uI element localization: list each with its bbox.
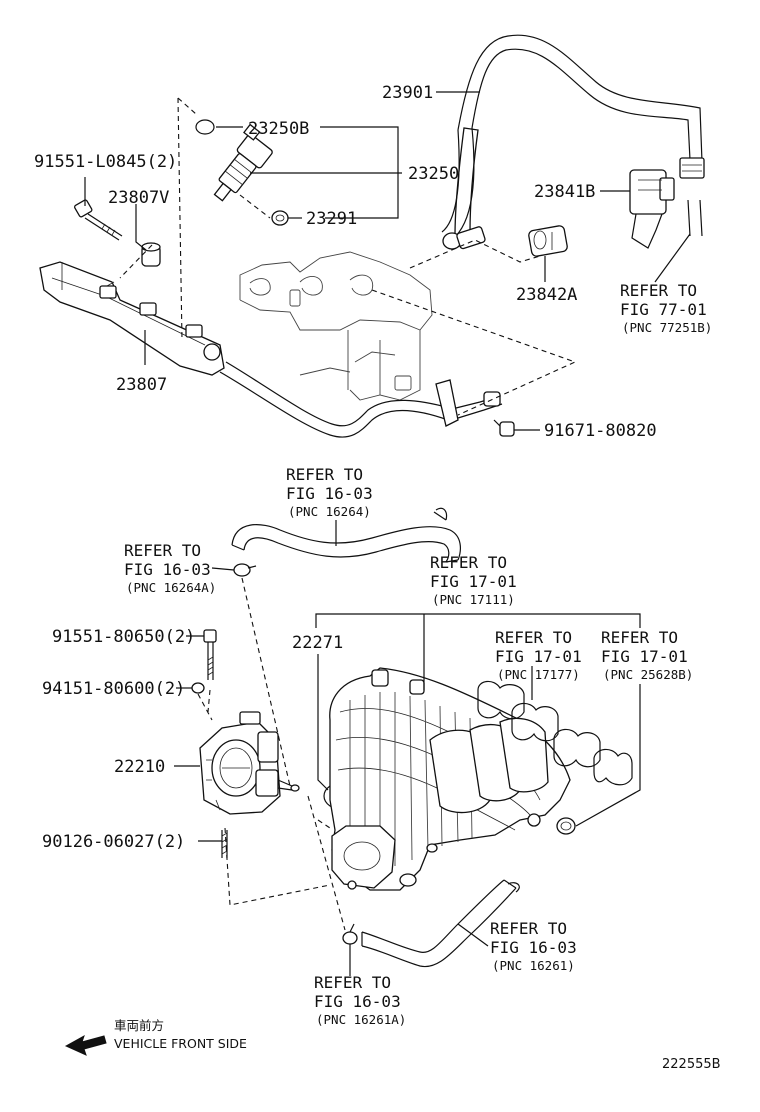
refer-fig-16-03-bottom: REFER TO FIG 16-03 (PNC 16261A) bbox=[314, 973, 406, 1027]
arrow-left-icon bbox=[64, 1034, 107, 1056]
svg-text:REFER TO: REFER TO bbox=[124, 541, 201, 560]
svg-text:(PNC 16261A): (PNC 16261A) bbox=[316, 1012, 406, 1027]
label-23901: 23901 bbox=[382, 83, 433, 103]
svg-text:(PNC 17177): (PNC 17177) bbox=[497, 667, 580, 682]
fuel-hose-23901-illustration bbox=[441, 34, 705, 250]
clip-23842a-illustration bbox=[528, 225, 568, 257]
leader-lines bbox=[84, 91, 691, 976]
diagram-code: 222555B bbox=[662, 1057, 721, 1072]
label-23807: 23807 bbox=[116, 375, 167, 395]
gasket-17177-illustration bbox=[477, 680, 633, 786]
o-ring-23250b bbox=[195, 119, 215, 135]
front-label-jp: 車両前方 bbox=[114, 1018, 164, 1033]
svg-text:FIG 17-01: FIG 17-01 bbox=[430, 572, 517, 591]
refer-fig-17-01-gasket: REFER TO FIG 17-01 (PNC 17177) bbox=[495, 628, 582, 682]
clip-16264a-illustration bbox=[233, 563, 257, 577]
svg-text:FIG 77-01: FIG 77-01 bbox=[620, 300, 707, 319]
lower-dashed-leaders bbox=[197, 577, 346, 931]
label-23291: 23291 bbox=[306, 209, 357, 229]
svg-text:REFER TO: REFER TO bbox=[286, 465, 363, 484]
part-number-labels: 23901 23250B 23250 91551-L0845(2) 23807V… bbox=[34, 83, 657, 852]
connector-23841b-illustration bbox=[629, 169, 703, 249]
throttle-body-22210-illustration bbox=[199, 711, 300, 815]
refer-to-labels: REFER TO FIG 77-01 (PNC 77251B) REFER TO… bbox=[124, 281, 712, 1027]
label-23842a: 23842A bbox=[516, 285, 577, 305]
svg-text:(PNC 16264): (PNC 16264) bbox=[288, 504, 371, 519]
refer-fig-17-01-main: REFER TO FIG 17-01 (PNC 17111) bbox=[430, 553, 517, 607]
hose-16261-illustration bbox=[361, 879, 520, 968]
label-90126-06027: 90126-06027(2) bbox=[42, 832, 185, 852]
refer-fig-17-01-right: REFER TO FIG 17-01 (PNC 25628B) bbox=[601, 628, 693, 682]
front-label-en: VEHICLE FRONT SIDE bbox=[114, 1036, 247, 1051]
svg-text:REFER TO: REFER TO bbox=[490, 919, 567, 938]
svg-text:(PNC 25628B): (PNC 25628B) bbox=[603, 667, 693, 682]
hose-16264-illustration bbox=[231, 507, 461, 563]
insulator-23291-illustration bbox=[271, 210, 289, 226]
label-94151-80600: 94151-80600(2) bbox=[42, 679, 185, 699]
svg-text:(PNC 16264A): (PNC 16264A) bbox=[126, 580, 216, 595]
label-91551-l0845: 91551-L0845(2) bbox=[34, 152, 177, 172]
svg-text:FIG 16-03: FIG 16-03 bbox=[124, 560, 211, 579]
nut-94151-80600 bbox=[191, 682, 205, 694]
svg-text:(PNC 77251B): (PNC 77251B) bbox=[622, 320, 712, 335]
refer-fig-16-03-right: REFER TO FIG 16-03 (PNC 16261) bbox=[490, 919, 577, 973]
bolt-91551-l0845-illustration bbox=[74, 199, 123, 241]
svg-text:REFER TO: REFER TO bbox=[620, 281, 697, 300]
svg-text:(PNC 16261): (PNC 16261) bbox=[492, 958, 575, 973]
refer-fig-77-01: REFER TO FIG 77-01 (PNC 77251B) bbox=[620, 281, 712, 335]
bolt-91551-80650-illustration bbox=[203, 629, 217, 680]
svg-text:FIG 16-03: FIG 16-03 bbox=[286, 484, 373, 503]
svg-text:REFER TO: REFER TO bbox=[601, 628, 678, 647]
label-22271: 22271 bbox=[292, 633, 343, 653]
vehicle-front-indicator: 車両前方 VEHICLE FRONT SIDE bbox=[64, 1018, 247, 1056]
label-23841b: 23841B bbox=[534, 182, 595, 202]
svg-text:REFER TO: REFER TO bbox=[495, 628, 572, 647]
svg-text:FIG 17-01: FIG 17-01 bbox=[495, 647, 582, 666]
svg-text:REFER TO: REFER TO bbox=[430, 553, 507, 572]
top-dashed-leaders bbox=[119, 97, 577, 416]
stud-90126-06027-illustration bbox=[221, 830, 228, 858]
refer-fig-16-03-top: REFER TO FIG 16-03 (PNC 16264) bbox=[286, 465, 373, 519]
label-23807v: 23807V bbox=[108, 188, 169, 208]
svg-text:FIG 17-01: FIG 17-01 bbox=[601, 647, 688, 666]
svg-text:FIG 16-03: FIG 16-03 bbox=[490, 938, 577, 957]
label-23250: 23250 bbox=[408, 164, 459, 184]
clip-16261a-illustration bbox=[342, 923, 358, 945]
refer-fig-16-03-left: REFER TO FIG 16-03 (PNC 16264A) bbox=[124, 541, 216, 595]
cylinder-head-sketch bbox=[239, 251, 433, 401]
label-23250b: 23250B bbox=[248, 119, 309, 139]
intake-manifold-illustration bbox=[329, 667, 576, 891]
delivery-pipe-23807-illustration bbox=[39, 261, 503, 438]
injector-23250-illustration bbox=[213, 123, 273, 202]
label-22210: 22210 bbox=[114, 757, 165, 777]
svg-text:(PNC 17111): (PNC 17111) bbox=[432, 592, 515, 607]
bolt-91671-80820-illustration bbox=[493, 419, 515, 437]
svg-text:FIG 16-03: FIG 16-03 bbox=[314, 992, 401, 1011]
label-91551-80650: 91551-80650(2) bbox=[52, 627, 195, 647]
svg-text:REFER TO: REFER TO bbox=[314, 973, 391, 992]
label-91671-80820: 91671-80820 bbox=[544, 421, 657, 441]
